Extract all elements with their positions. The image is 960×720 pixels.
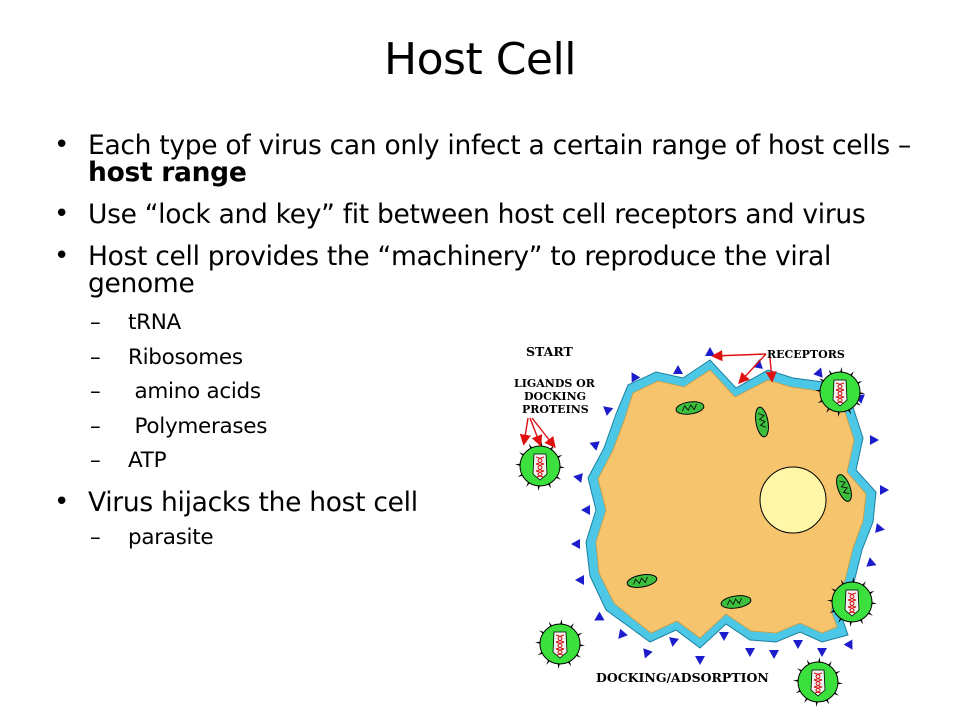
receptor-icon (817, 648, 827, 657)
nucleus (759, 466, 827, 534)
receptor-icon (618, 628, 628, 639)
receptor-icon (589, 441, 600, 451)
virus-icon (535, 619, 585, 669)
virus-icon (793, 657, 843, 707)
organelle-3 (836, 474, 852, 502)
host-range-term: host range (88, 157, 247, 188)
receptor-icon (870, 435, 879, 445)
receptor-icon (695, 656, 705, 665)
receptor-icon (880, 485, 889, 495)
label-ligands-1: LIGANDS OR (514, 377, 596, 390)
virus-icon (515, 441, 565, 491)
receptor-icon (603, 406, 614, 416)
receptor-icon (581, 505, 590, 515)
receptor-icon (813, 367, 823, 378)
bullet-text: Host cell provides the “machinery” to re… (88, 241, 832, 299)
receptor-icon (793, 640, 803, 649)
organelle-4 (626, 574, 658, 588)
virus-group (515, 367, 877, 707)
subitem-ribosomes: Ribosomes (88, 344, 928, 371)
receptor-icon (753, 359, 763, 369)
bullet-list: Each type of virus can only infect a cer… (48, 132, 928, 566)
subitem-trna: tRNA (88, 309, 928, 336)
receptor-icon (631, 372, 641, 383)
subitem-atp: ATP (88, 447, 928, 474)
ligand-arrows (519, 417, 556, 449)
label-ligands-3: PROTEINS (522, 403, 589, 416)
receptor-icon (843, 639, 853, 650)
bullet-text: Each type of virus can only infect a cer… (88, 130, 911, 161)
bullet-host-range: Each type of virus can only infect a cer… (48, 132, 928, 186)
virus-icon (827, 577, 877, 627)
virus-docking-diagram: START RECEPTORS LIGANDS OR DOCKING PROTE… (514, 344, 889, 707)
receptor-icon (866, 557, 877, 567)
label-start: START (526, 344, 574, 359)
subitem-parasite: parasite (88, 524, 928, 551)
virus-icon (815, 367, 865, 417)
label-receptors: RECEPTORS (767, 348, 845, 361)
receptor-icon (573, 473, 583, 483)
machinery-sublist: tRNA Ribosomes amino acids Polymerases A… (88, 309, 928, 474)
slide-title: Host Cell (384, 34, 576, 85)
bullet-text: Virus hijacks the host cell (88, 487, 418, 518)
receptor-icon (745, 648, 755, 657)
label-docking-adsorption: DOCKING/ADSORPTION (596, 670, 769, 685)
receptor-icon (571, 539, 580, 549)
receptor-icon (705, 347, 715, 356)
receptor-icon (769, 650, 779, 659)
receptor-icon (875, 523, 885, 533)
cell-cytoplasm (595, 369, 867, 639)
receptor-icon (719, 632, 729, 641)
organelle-5 (720, 595, 752, 609)
bullet-machinery: Host cell provides the “machinery” to re… (48, 243, 928, 474)
receptor-arrows (711, 350, 777, 385)
hijack-sublist: parasite (88, 524, 928, 551)
label-ligands-2: DOCKING (524, 390, 586, 403)
bullet-text: Use “lock and key” fit between host cell… (88, 199, 866, 230)
receptor-icon (669, 637, 679, 647)
receptor-icon (594, 611, 605, 621)
receptor-icon (575, 575, 584, 585)
subitem-amino-acids: amino acids (88, 378, 928, 405)
bullet-hijack: Virus hijacks the host cell parasite (48, 489, 928, 551)
bullet-lock-key: Use “lock and key” fit between host cell… (48, 201, 928, 228)
organelle-1 (675, 401, 705, 415)
organelle-2 (755, 406, 769, 438)
receptor-icon (643, 648, 653, 659)
receptor-icon (673, 365, 683, 374)
subitem-polymerases: Polymerases (88, 413, 928, 440)
